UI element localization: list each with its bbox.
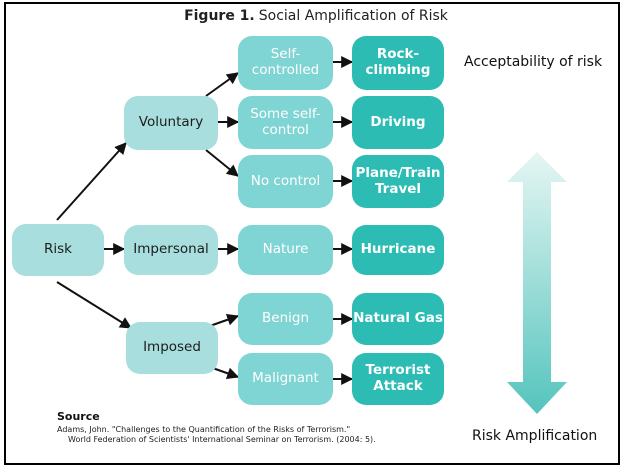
node-impersonal: Impersonal	[124, 225, 218, 275]
node-some-self-control-label: Some self- control	[250, 105, 321, 138]
node-self-controlled: Self- controlled	[238, 36, 333, 90]
node-rock-climbing: Rock- climbing	[352, 36, 444, 90]
source-line-2: World Federation of Scientists' Internat…	[68, 435, 376, 444]
figure-title: Figure 1.Social Amplification of Risk	[0, 8, 632, 24]
arrow-risk-voluntary	[56, 142, 127, 221]
node-rock-climbing-label: Rock- climbing	[365, 46, 431, 78]
arrow-voluntary-selfcontrolled	[205, 72, 239, 97]
node-some-self-control: Some self- control	[238, 96, 333, 149]
node-impersonal-label: Impersonal	[133, 241, 209, 258]
scale-bottom-label: Risk Amplification	[472, 428, 598, 444]
node-nature-label: Nature	[262, 241, 309, 258]
node-malignant-label: Malignant	[252, 370, 319, 387]
node-no-control-label: No control	[250, 172, 321, 189]
node-voluntary-label: Voluntary	[138, 114, 204, 131]
node-risk: Risk	[12, 224, 104, 276]
node-terrorist-attack: Terrorist Attack	[352, 353, 444, 405]
node-benign-label: Benign	[262, 310, 309, 327]
source-line-1: Adams, John. "Challenges to the Quantifi…	[57, 425, 351, 434]
figure-label: Figure 1.	[184, 8, 255, 24]
node-risk-label: Risk	[44, 241, 72, 258]
node-driving: Driving	[352, 96, 444, 149]
node-self-controlled-label: Self- controlled	[251, 46, 320, 78]
node-imposed-label: Imposed	[143, 339, 201, 356]
node-nature: Nature	[238, 225, 333, 275]
node-no-control: No control	[238, 155, 333, 208]
arrow-voluntary-nocontrol	[205, 149, 239, 177]
node-hurricane: Hurricane	[352, 225, 444, 275]
node-plane-train: Plane/Train Travel	[352, 155, 444, 208]
node-imposed: Imposed	[126, 322, 218, 374]
node-voluntary: Voluntary	[124, 96, 218, 150]
node-hurricane-label: Hurricane	[360, 241, 436, 258]
node-driving-label: Driving	[370, 113, 426, 130]
node-malignant: Malignant	[238, 353, 333, 405]
node-natural-gas-label: Natural Gas	[353, 310, 443, 327]
arrow-risk-imposed	[56, 281, 133, 329]
node-terrorist-attack-label: Terrorist Attack	[365, 362, 431, 394]
scale-double-arrow	[507, 152, 567, 414]
node-benign: Benign	[238, 293, 333, 345]
source-heading: Source	[57, 410, 100, 423]
node-natural-gas: Natural Gas	[352, 293, 444, 345]
node-plane-train-label: Plane/Train Travel	[355, 164, 441, 197]
scale-top-label: Acceptability of risk	[464, 54, 603, 70]
figure-title-text: Social Amplification of Risk	[258, 8, 448, 24]
